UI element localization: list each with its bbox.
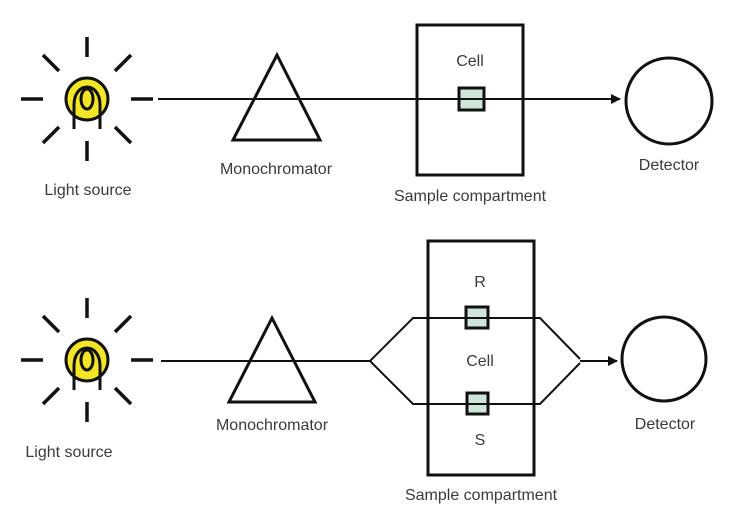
sample-label: S: [475, 432, 486, 449]
cell-label: Cell: [456, 53, 484, 70]
sample-compartment-label: Sample compartment: [394, 188, 547, 205]
double-beam-diagram: Light source Monochromator R Cell S Samp…: [19, 239, 708, 504]
sample-compartment-label: Sample compartment: [405, 487, 558, 504]
detector-label: Detector: [635, 416, 696, 433]
monochromator-label: Monochromator: [220, 161, 333, 178]
light-source-label: Light source: [25, 444, 112, 461]
reference-label: R: [474, 274, 486, 291]
detector-icon: [620, 315, 708, 403]
cell-label: Cell: [466, 353, 494, 370]
detector-label: Detector: [639, 157, 700, 174]
light-source-label: Light source: [44, 182, 131, 199]
sample-compartment-box: [415, 23, 525, 177]
single-beam-diagram: Light source Monochromator Cell Sample c…: [19, 23, 714, 205]
light-source-icon: [19, 35, 155, 163]
light-source-icon: [19, 296, 155, 424]
sample-compartment-box: [426, 239, 536, 477]
monochromator-icon: [230, 51, 323, 142]
monochromator-label: Monochromator: [216, 417, 329, 434]
detector-icon: [624, 56, 714, 146]
